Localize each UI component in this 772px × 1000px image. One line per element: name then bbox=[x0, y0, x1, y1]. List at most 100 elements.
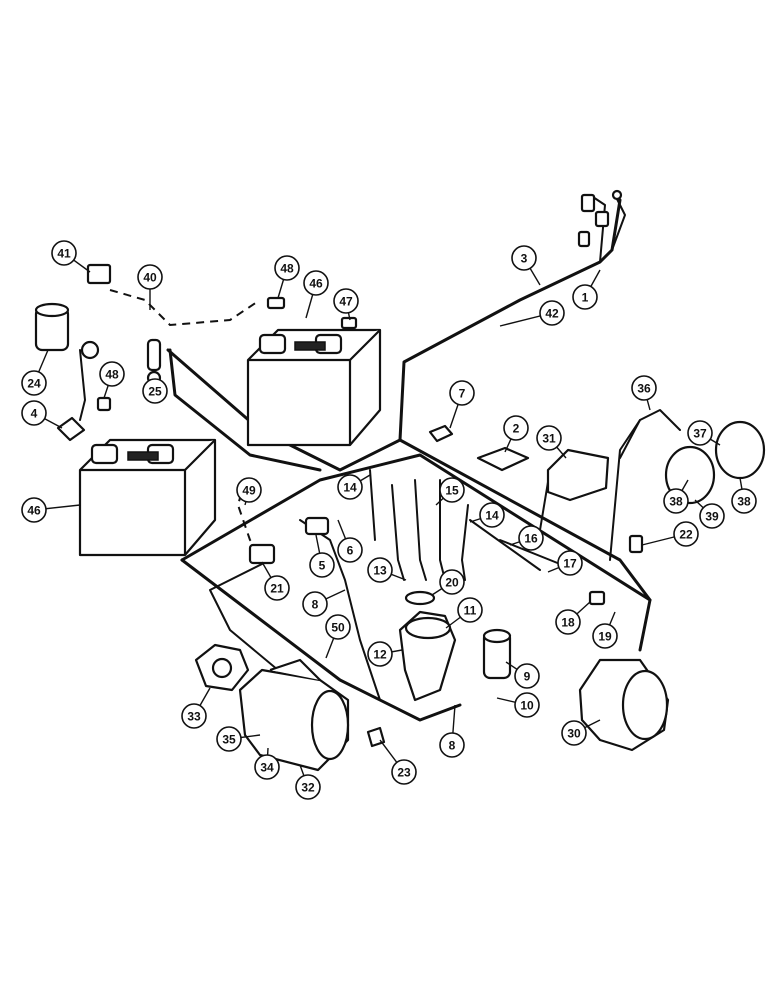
callout-number: 2 bbox=[513, 422, 520, 436]
callout-31: 31 bbox=[536, 425, 567, 459]
callout-circle bbox=[479, 502, 505, 528]
harness-connectors-icon bbox=[577, 189, 623, 248]
starter-32-icon bbox=[238, 658, 350, 772]
callout-number: 8 bbox=[312, 598, 319, 612]
callout-number: 21 bbox=[270, 582, 284, 596]
callout-1: 1 bbox=[572, 269, 601, 310]
callout-number: 41 bbox=[57, 247, 71, 261]
ground-strap-48-icon bbox=[96, 296, 286, 412]
callout-number: 39 bbox=[705, 510, 719, 524]
callout-number: 18 bbox=[561, 616, 575, 630]
callout-19: 19 bbox=[592, 611, 618, 649]
battery-left-icon bbox=[78, 438, 217, 557]
callout-30: 30 bbox=[561, 719, 601, 746]
callout-38: 38 bbox=[663, 479, 689, 514]
sender-23-icon bbox=[366, 726, 386, 748]
callout-circle bbox=[137, 264, 163, 290]
callout-34: 34 bbox=[254, 747, 280, 780]
callout-circle bbox=[457, 597, 483, 623]
callout-12: 12 bbox=[367, 641, 403, 667]
callout-8: 8 bbox=[439, 704, 465, 758]
callout-46: 46 bbox=[303, 270, 329, 319]
callout-circle bbox=[503, 415, 529, 441]
callout-14: 14 bbox=[469, 502, 505, 528]
callout-36: 36 bbox=[631, 375, 657, 411]
callout-23: 23 bbox=[379, 739, 417, 785]
callout-25: 25 bbox=[142, 378, 168, 404]
callout-number: 17 bbox=[563, 557, 577, 571]
callout-number: 14 bbox=[343, 481, 357, 495]
callout-number: 31 bbox=[542, 432, 556, 446]
callout-circle bbox=[367, 557, 393, 583]
switch-21-icon bbox=[248, 543, 276, 565]
callout-21: 21 bbox=[261, 561, 290, 601]
callout-number: 34 bbox=[260, 761, 274, 775]
callout-number: 49 bbox=[242, 484, 256, 498]
callout-11: 11 bbox=[445, 597, 483, 629]
callout-number: 22 bbox=[679, 528, 693, 542]
callout-circle bbox=[539, 300, 565, 326]
callout-circle bbox=[302, 591, 328, 617]
callout-7: 7 bbox=[449, 380, 475, 429]
callout-number: 14 bbox=[485, 509, 499, 523]
callout-circle bbox=[536, 425, 562, 451]
callout-number: 48 bbox=[280, 262, 294, 276]
callout-number: 13 bbox=[373, 564, 387, 578]
callout-41: 41 bbox=[51, 240, 91, 273]
callout-circle bbox=[514, 663, 540, 689]
callout-6: 6 bbox=[337, 519, 363, 563]
coil-9-icon bbox=[482, 628, 512, 680]
callout-42: 42 bbox=[499, 300, 565, 327]
callout-circle bbox=[439, 732, 465, 758]
callout-8: 8 bbox=[302, 589, 346, 617]
callout-circle bbox=[295, 774, 321, 800]
callout-number: 46 bbox=[27, 504, 41, 518]
callout-number: 50 bbox=[331, 621, 345, 635]
fuse-7-icon bbox=[428, 424, 454, 443]
callout-number: 19 bbox=[598, 630, 612, 644]
callout-circle bbox=[687, 420, 713, 446]
battery-right-icon bbox=[246, 328, 382, 447]
callout-circle bbox=[325, 614, 351, 640]
callout-number: 11 bbox=[464, 604, 477, 618]
callout-circle bbox=[142, 378, 168, 404]
callout-circle bbox=[391, 759, 417, 785]
callout-bubbles: 1234567889101112131414151617181920212223… bbox=[21, 240, 757, 800]
callout-number: 47 bbox=[339, 295, 353, 309]
callout-37: 37 bbox=[687, 420, 721, 446]
distributor-11-icon bbox=[398, 610, 457, 702]
callout-40: 40 bbox=[137, 264, 163, 310]
callout-circle bbox=[572, 284, 598, 310]
callout-49: 49 bbox=[236, 477, 262, 506]
callout-circle bbox=[99, 361, 125, 387]
callout-circle bbox=[181, 703, 207, 729]
callout-46: 46 bbox=[21, 497, 81, 523]
callout-number: 48 bbox=[105, 368, 119, 382]
callout-number: 9 bbox=[524, 670, 531, 684]
callout-3: 3 bbox=[511, 245, 541, 286]
callout-number: 3 bbox=[521, 252, 528, 266]
callout-circle bbox=[631, 375, 657, 401]
callout-number: 4 bbox=[31, 407, 38, 421]
callout-33: 33 bbox=[181, 687, 211, 729]
switch-41-icon bbox=[86, 263, 112, 285]
callout-number: 6 bbox=[347, 544, 354, 558]
callout-circle bbox=[449, 380, 475, 406]
relay-5-icon bbox=[304, 516, 330, 536]
callout-number: 1 bbox=[582, 291, 589, 305]
gasket-33-icon bbox=[194, 643, 250, 692]
callout-16: 16 bbox=[509, 525, 544, 551]
callout-number: 16 bbox=[524, 532, 538, 546]
coil-24-icon bbox=[34, 302, 100, 421]
callout-circle bbox=[21, 400, 47, 426]
callout-39: 39 bbox=[694, 499, 725, 529]
sender-25-icon bbox=[146, 338, 162, 386]
callout-number: 32 bbox=[301, 781, 315, 795]
callout-number: 12 bbox=[373, 648, 387, 662]
callout-circle bbox=[518, 525, 544, 551]
callout-38: 38 bbox=[731, 477, 757, 514]
generator-30-icon bbox=[578, 658, 670, 752]
callout-number: 5 bbox=[319, 559, 326, 573]
callout-47: 47 bbox=[333, 288, 359, 321]
